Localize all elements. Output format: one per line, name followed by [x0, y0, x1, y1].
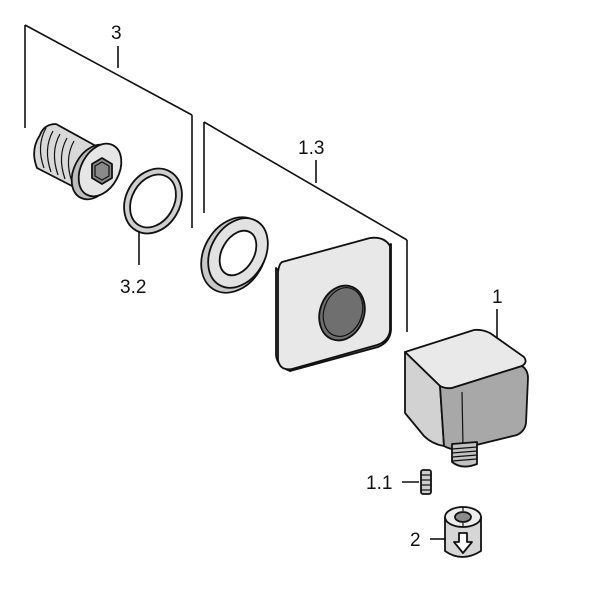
label-part-1-1: 1.1	[366, 473, 392, 494]
bracket-part-3	[24, 24, 193, 228]
set-screw-part-1-1	[420, 469, 432, 495]
cube-wall-connector-part-1	[404, 328, 529, 468]
label-part-3-2: 3.2	[120, 277, 146, 298]
square-cover-plate-part-1-3	[275, 236, 392, 372]
washer-ring-part-1-3	[200, 216, 269, 294]
o-ring-part-3-2	[123, 167, 183, 235]
label-part-1-3: 1.3	[298, 138, 324, 159]
label-part-2: 2	[410, 530, 421, 551]
label-part-1: 1	[492, 287, 503, 308]
threaded-adapter-part-3	[33, 123, 123, 201]
label-part-3: 3	[111, 23, 122, 44]
check-valve-insert-part-2	[444, 506, 482, 558]
bracket-part-1-3	[203, 121, 408, 332]
